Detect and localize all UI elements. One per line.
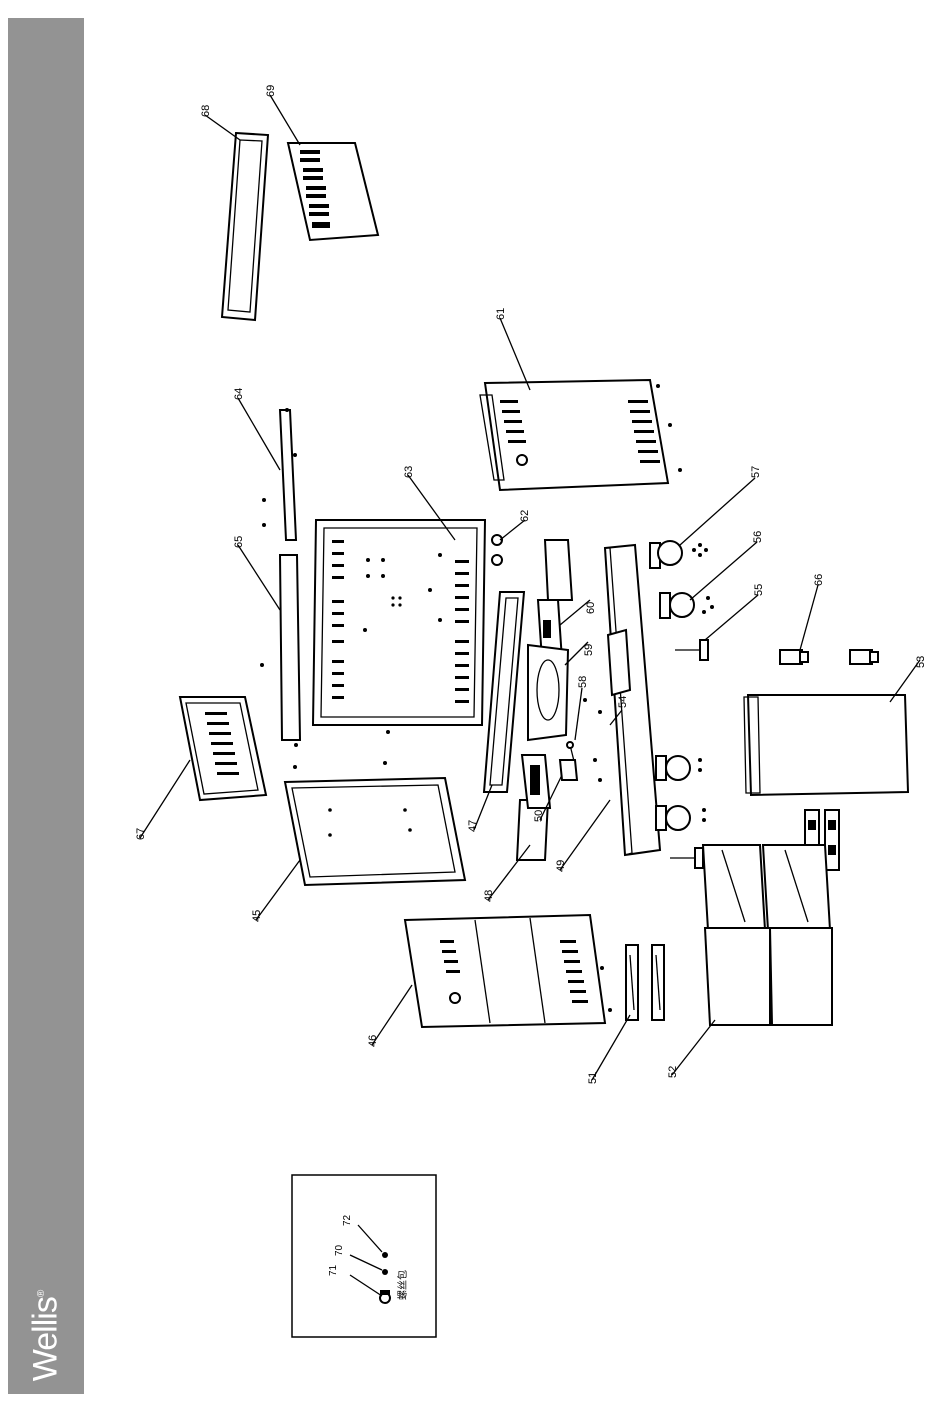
callout-63: 63 (403, 466, 415, 478)
part-68-bar (205, 115, 268, 320)
callout-50: 50 (533, 810, 545, 822)
callout-62: 62 (519, 510, 531, 522)
callout-69: 69 (265, 85, 277, 97)
callout-61: 61 (495, 308, 507, 320)
callout-71: 71 (328, 1264, 339, 1276)
callout-48: 48 (483, 890, 495, 902)
callout-58: 58 (577, 676, 589, 688)
callout-47: 47 (467, 820, 479, 832)
part-69-vented-panel (270, 95, 378, 240)
callout-67: 67 (135, 828, 147, 840)
part-62-rings (492, 520, 525, 565)
inset-caption: 螺丝包 (396, 1270, 409, 1300)
callout-70: 70 (334, 1244, 345, 1256)
callout-60: 60 (585, 602, 597, 614)
callout-64: 64 (233, 388, 245, 400)
part-49-base-plate (560, 545, 660, 870)
part-45-panel (256, 730, 465, 920)
callout-45: 45 (251, 910, 263, 922)
screw-pack-inset (292, 1175, 436, 1337)
part-66-hinges (780, 585, 878, 664)
part-59-housing (528, 642, 588, 740)
callout-46: 46 (367, 1035, 379, 1047)
callout-55: 55 (753, 584, 765, 596)
part-53-door (744, 660, 920, 795)
part-63-back-panel (313, 475, 485, 725)
callout-56: 56 (752, 531, 764, 543)
callout-51: 51 (587, 1072, 599, 1084)
callout-52: 52 (667, 1066, 679, 1078)
part-lower-casters (656, 756, 706, 868)
part-52-drawers (672, 845, 832, 1075)
part-57-caster (650, 478, 755, 568)
callout-53: 53 (915, 656, 927, 668)
callout-57: 57 (750, 466, 762, 478)
part-67-panel (140, 697, 266, 838)
callout-72: 72 (342, 1214, 353, 1226)
callout-59: 59 (583, 644, 595, 656)
part-58-screw (567, 688, 582, 765)
part-46-front-frame (372, 915, 612, 1045)
part-64-thin-panel (238, 398, 297, 540)
callout-49: 49 (555, 860, 567, 872)
callout-54: 54 (617, 696, 629, 708)
callout-66: 66 (813, 574, 825, 586)
part-61-side-panel (480, 318, 682, 490)
callout-65: 65 (233, 536, 245, 548)
callout-68: 68 (200, 105, 212, 117)
